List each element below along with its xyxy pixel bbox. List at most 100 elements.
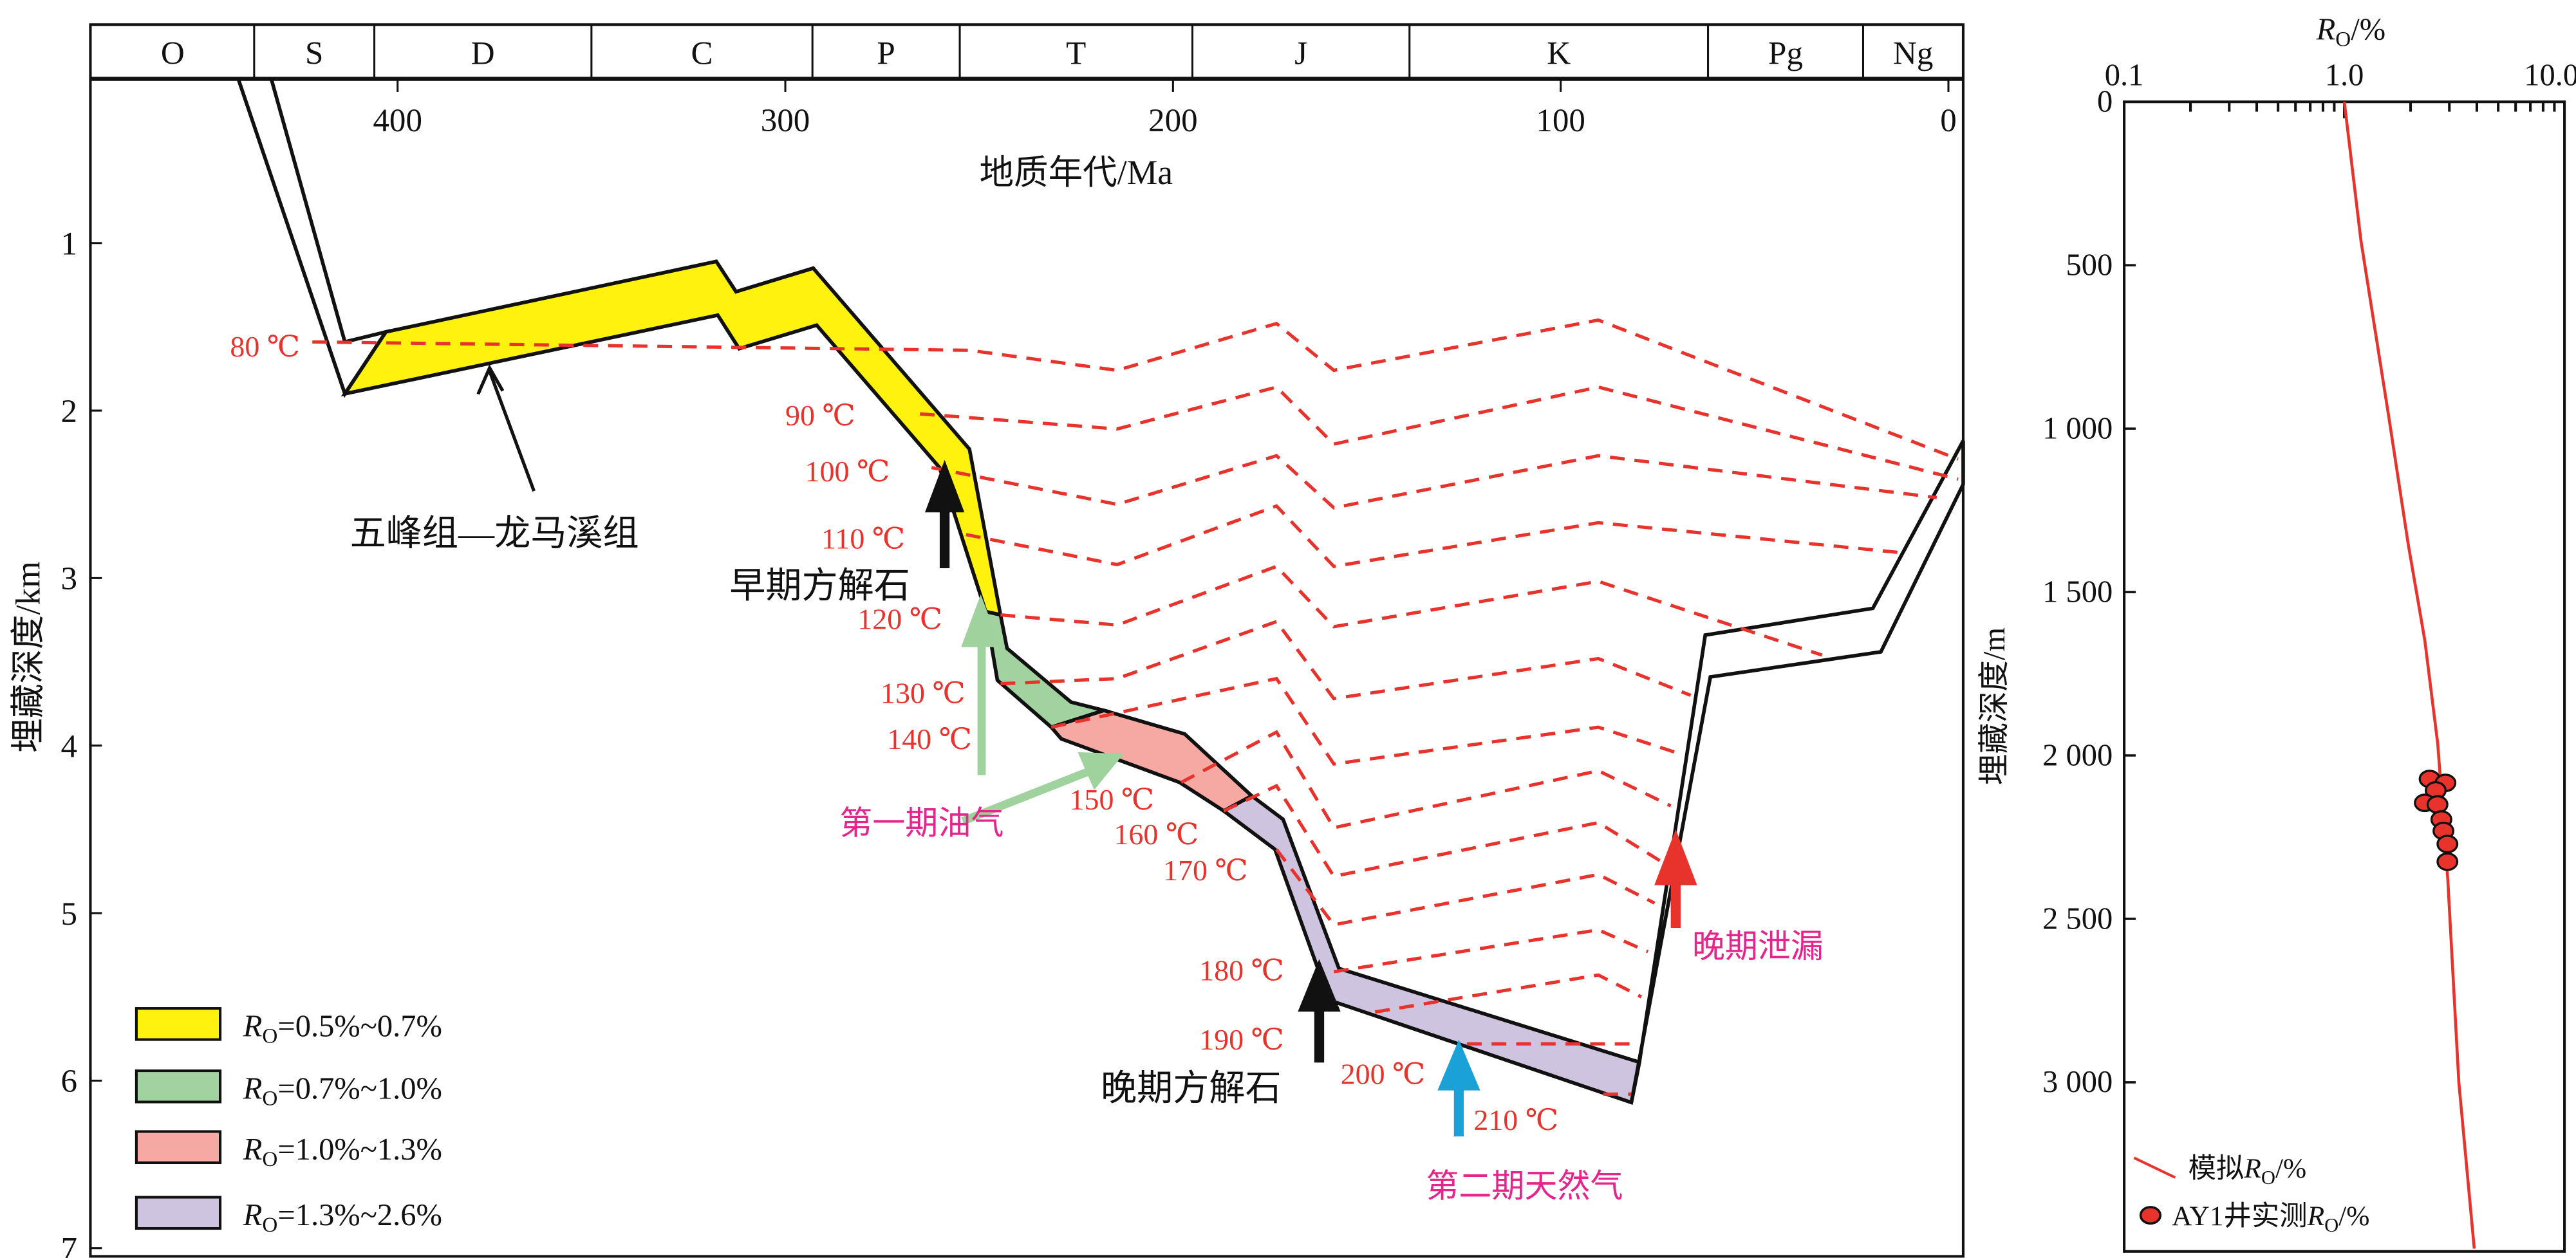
period-label-O: O: [161, 36, 185, 72]
legend-label: RO=0.7%~1.0%: [243, 1071, 442, 1110]
legend-swatch: [135, 1130, 222, 1165]
isotherm-labels: 80 ℃ 90 ℃ 100 ℃ 110 ℃ 120 ℃ 130 ℃ 140 ℃ …: [230, 330, 1558, 1136]
zone-ro-1.3-2.6: [1220, 793, 1642, 1105]
ro-depth-axis-label: 埋藏深度/m: [1977, 627, 2011, 785]
maturity-legend: RO=0.5%~0.7% RO=0.7%~1.0% RO=1.0%~1.3% R…: [135, 1007, 442, 1237]
isotherm-170: [1275, 848, 1656, 927]
isotherm-80: [312, 318, 1959, 461]
legend-label: RO=1.3%~2.6%: [243, 1198, 442, 1237]
late-calcite-arrow: [1298, 959, 1341, 1063]
isotherm-130: [1000, 619, 1692, 701]
period-label-S: S: [305, 36, 323, 72]
ro-series: [2342, 101, 2476, 1249]
zone-uplift-late: [1629, 439, 1965, 1103]
main-plot-frame: [89, 23, 1965, 1258]
late-leakage-arrow: [1654, 829, 1697, 929]
ro-depth-tick-label: 500: [2066, 248, 2113, 282]
zone-ro-0.5-0.7: [341, 259, 1003, 618]
depth-tick-label: 4: [61, 729, 77, 765]
age-axis-ticks: 400 300 200 100 0: [373, 79, 1957, 139]
legend-item: RO=0.7%~1.0%: [135, 1069, 442, 1111]
isotherm-100: [931, 454, 1937, 510]
formation-label: 五峰组—龙马溪组: [350, 513, 639, 553]
isotherm-140: [1050, 676, 1681, 766]
legend-swatch: [135, 1196, 222, 1230]
depth-tick-label: 6: [61, 1064, 77, 1100]
isotherm-120: [1000, 564, 1823, 657]
depth-tick-label: 2: [61, 394, 77, 430]
isotherm-label-160: 160 ℃: [1114, 818, 1199, 851]
isotherm-label-180: 180 ℃: [1199, 954, 1284, 987]
late-calcite-label: 晚期方解石: [1101, 1069, 1282, 1109]
ro-depth-tick-label: 1 000: [2042, 411, 2113, 445]
first-oil-gas-diagonal-arrow: [961, 752, 1124, 826]
ro-tick-label: 1.0: [2325, 59, 2364, 93]
age-tick-label: 200: [1148, 103, 1198, 139]
first-oil-gas-label: 第一期油气: [839, 806, 1003, 842]
ro-tick-label: 0.1: [2105, 59, 2144, 93]
ro-tick-label: 10.0: [2524, 59, 2576, 93]
age-axis-label: 地质年代/Ma: [979, 153, 1173, 192]
ro-depth-tick-label: 3 000: [2042, 1065, 2113, 1099]
measured-ro-point: [2436, 852, 2459, 871]
formation-pointer-arrow: [476, 364, 536, 492]
ro-depth-tick-label: 0: [2097, 85, 2113, 119]
age-tick-label: 0: [1940, 103, 1957, 139]
depth-tick-label: 7: [61, 1232, 77, 1258]
legend-item: RO=0.5%~0.7%: [135, 1007, 442, 1048]
isotherm-label-140: 140 ℃: [887, 723, 972, 755]
simulated-ro-line: [2342, 101, 2476, 1249]
isotherms: [312, 318, 1959, 1096]
legend-label: RO=0.5%~0.7%: [243, 1009, 442, 1048]
isotherm-label-210: 210 ℃: [1473, 1104, 1558, 1136]
period-label-Pg: Pg: [1768, 36, 1803, 72]
measured-ro-point: [2426, 795, 2449, 814]
legend-item: RO=1.0%~1.3%: [135, 1130, 442, 1171]
ro-axis-ticks: 0.1 1.0 10.0: [2105, 59, 2576, 118]
ro-axis-label: RO/%: [2316, 12, 2385, 51]
period-label-K: K: [1547, 36, 1571, 72]
period-label-C: C: [691, 36, 713, 72]
isotherm-label-130: 130 ℃: [881, 676, 966, 709]
isotherm-90: [919, 385, 1959, 481]
depth-axis-label: 埋藏深度/km: [8, 561, 47, 753]
isotherm-label-190: 190 ℃: [1199, 1023, 1284, 1056]
isotherm-160: [1223, 783, 1662, 878]
depth-axis-ticks: 1 2 3 4 5 6 7: [61, 227, 102, 1258]
ro-depth-tick-label: 1 500: [2042, 575, 2113, 609]
second-gas-label: 第二期天然气: [1426, 1169, 1623, 1205]
first-oil-gas-vertical-arrow: [961, 594, 1001, 775]
isotherm-label-150: 150 ℃: [1070, 783, 1155, 816]
second-gas-arrow: [1437, 1039, 1480, 1137]
legend-measured-dot-icon: [2139, 1206, 2162, 1225]
period-label-D: D: [471, 36, 495, 72]
age-tick-label: 300: [761, 103, 810, 139]
legend-simulated-line-icon: [2133, 1156, 2176, 1179]
depth-tick-label: 3: [61, 561, 77, 597]
isotherm-label-110: 110 ℃: [821, 522, 905, 555]
depth-tick-label: 5: [61, 896, 77, 932]
ro-plot-frame: [2123, 100, 2566, 1253]
measured-ro-point: [2436, 835, 2459, 854]
early-calcite-label: 早期方解石: [729, 566, 910, 606]
zone-ro-1.0-1.3: [1048, 708, 1255, 813]
isotherm-label-80: 80 ℃: [230, 330, 300, 363]
legend-swatch: [135, 1007, 222, 1041]
age-tick-label: 400: [373, 103, 422, 139]
period-label-T: T: [1066, 36, 1086, 72]
depth-tick-label: 1: [61, 227, 77, 263]
ro-legend: 模拟RO/% AY1井实测RO/%: [2133, 1153, 2369, 1236]
isotherm-190: [1374, 973, 1643, 1014]
legend-label: RO=1.0%~1.3%: [243, 1133, 442, 1171]
isotherm-label-100: 100 ℃: [805, 455, 890, 488]
formation-zones: [236, 77, 1965, 1105]
ro-depth-tick-label: 2 500: [2042, 902, 2113, 936]
late-leakage-label: 晚期泄漏: [1692, 929, 1824, 965]
period-label-P: P: [877, 36, 895, 72]
isotherm-label-120: 120 ℃: [857, 603, 942, 636]
age-tick-label: 100: [1536, 103, 1585, 139]
